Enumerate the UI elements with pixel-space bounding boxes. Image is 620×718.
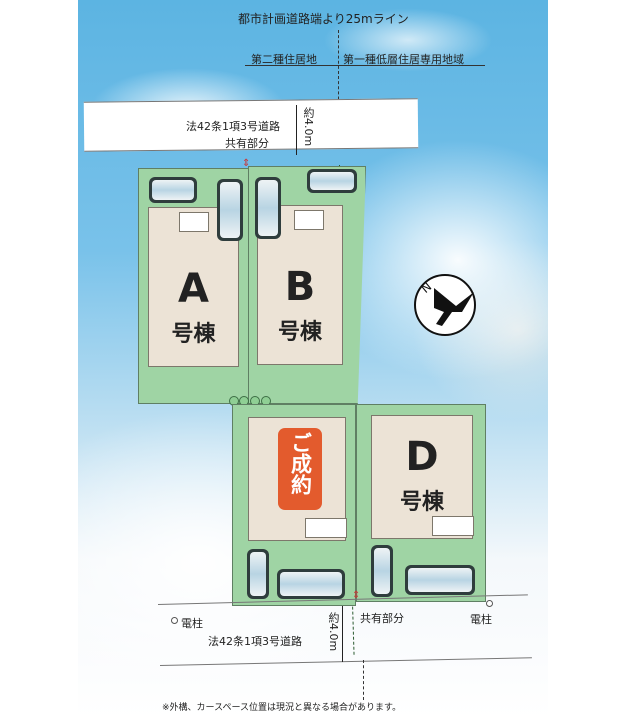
lot-b-suffix: 号棟: [277, 320, 322, 345]
north-arrow-icon: N: [412, 272, 478, 338]
north-road-width-label: 約4.0m: [302, 107, 315, 147]
boundary-25m-line-bottom: [363, 660, 364, 700]
porch-b: [294, 210, 324, 230]
north-road-dimension-line: [296, 105, 297, 155]
lot-d-letter: D: [405, 434, 439, 480]
utility-pole-icon: [171, 617, 178, 624]
north-road-shared-label: 共有部分: [225, 137, 269, 150]
porch-d: [432, 516, 474, 536]
sold-badge-text: ご成約: [288, 432, 313, 495]
boundary-25m-line-top: [338, 30, 339, 120]
lot-b-letter: B: [284, 264, 316, 310]
south-road-width-label: 約4.0m: [327, 612, 340, 652]
lot-c[interactable]: ご成約: [232, 404, 356, 606]
car-b-2: [307, 169, 357, 193]
lot-b[interactable]: B 号棟: [248, 166, 366, 404]
car-a-2: [217, 179, 243, 241]
car-d-1: [371, 545, 393, 597]
car-d-2: [405, 565, 475, 595]
lot-a[interactable]: A 号棟: [138, 168, 250, 404]
car-c-2: [277, 569, 345, 599]
zone-left-label: 第二種住居地: [251, 53, 317, 66]
lot-d[interactable]: D 号棟: [356, 404, 486, 602]
utility-pole-icon: [486, 600, 493, 607]
zone-right-label: 第一種低層住居専用地域: [343, 53, 464, 66]
car-b-1: [255, 177, 281, 239]
pole-left-label: 電柱: [181, 617, 203, 630]
south-road-shared-label: 共有部分: [360, 612, 404, 625]
lot-d-suffix: 号棟: [399, 490, 444, 515]
porch-c: [305, 518, 347, 538]
north-road-label: 法42条1項3号道路: [186, 120, 280, 133]
south-shared-arrow: ⇕: [352, 590, 361, 601]
lot-a-suffix: 号棟: [171, 322, 216, 347]
house-d: D 号棟: [371, 415, 474, 539]
south-road-dimension-line: [342, 606, 343, 662]
house-c: ご成約: [248, 417, 347, 541]
south-road-label: 法42条1項3号道路: [208, 635, 302, 648]
footnote: ※外構、カースペース位置は現況と異なる場合があります。: [162, 703, 402, 713]
porch-a: [179, 212, 209, 232]
pole-right-label: 電柱: [470, 613, 492, 626]
zone-divider-line: [245, 65, 485, 66]
car-c-1: [247, 549, 269, 599]
lot-a-letter: A: [178, 266, 209, 312]
car-a-1: [149, 177, 197, 203]
line-25m-label: 都市計画道路端より25mライン: [238, 12, 409, 26]
north-shared-arrow: ⇕: [242, 158, 251, 169]
sold-badge: ご成約: [278, 428, 322, 510]
